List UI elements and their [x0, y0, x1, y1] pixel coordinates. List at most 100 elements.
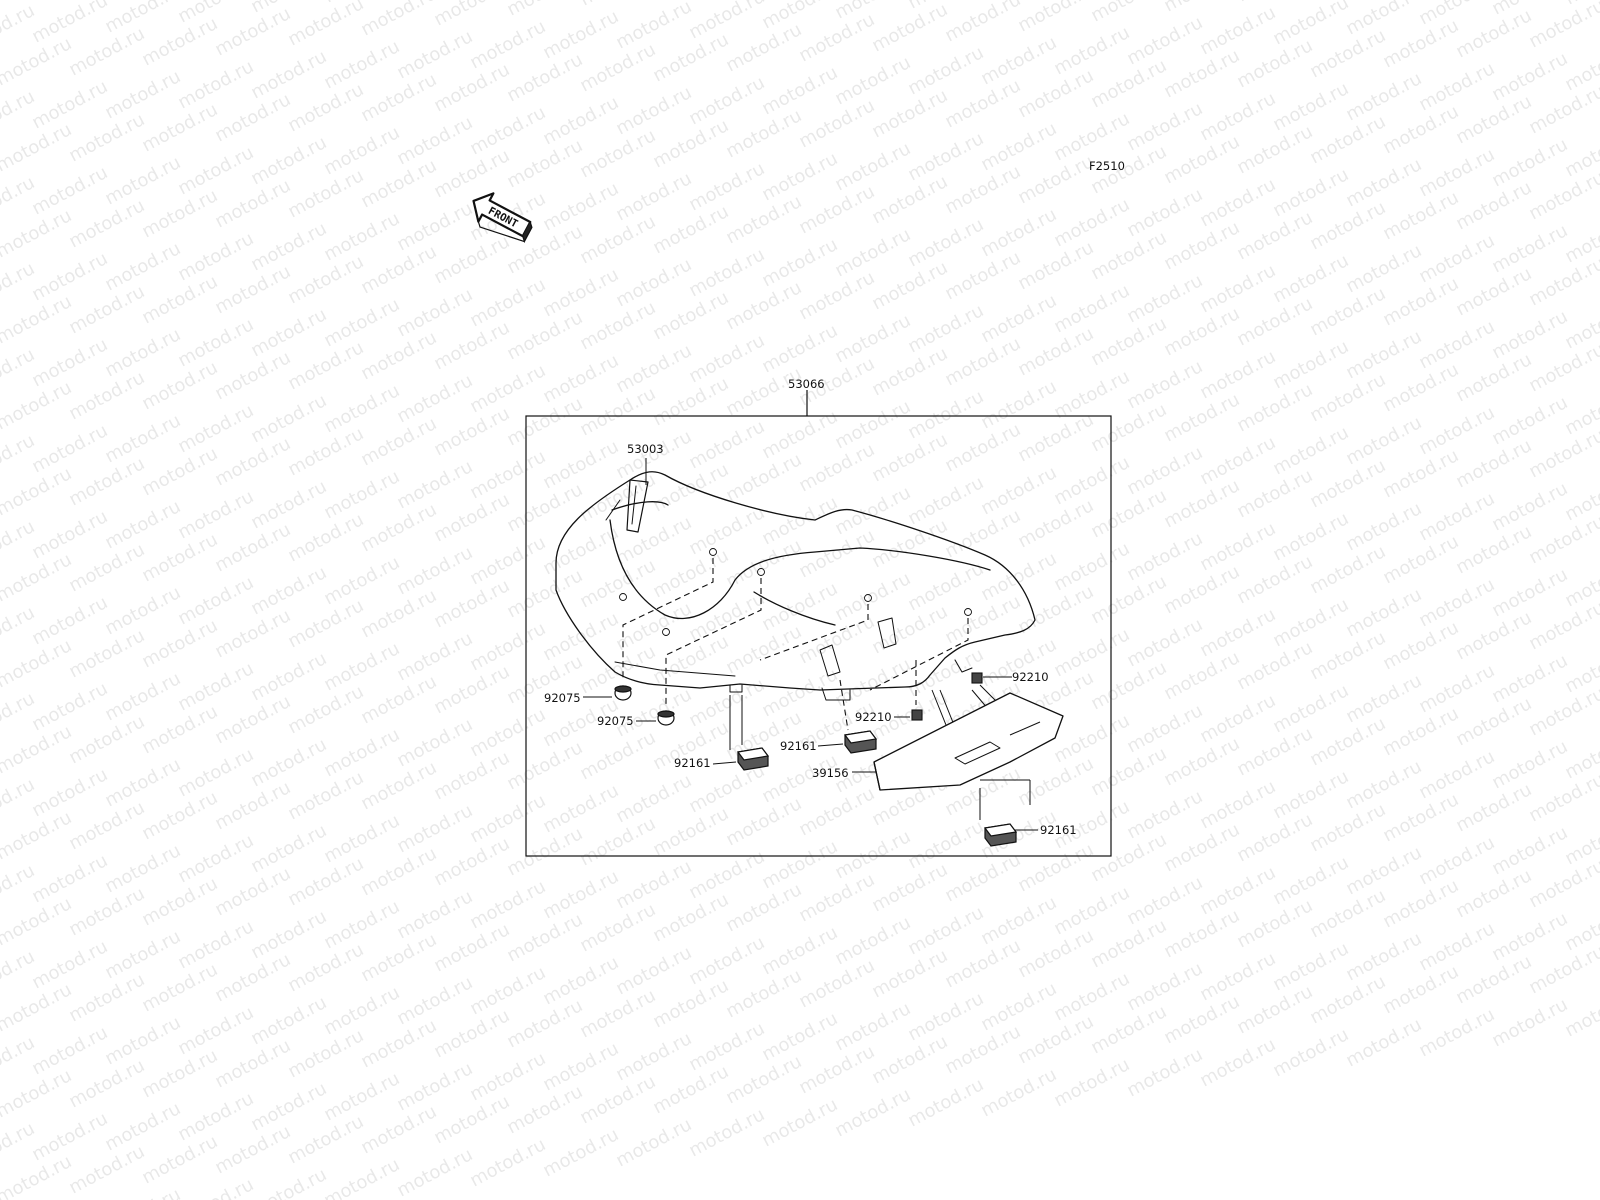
watermark-text: motod.ru — [758, 836, 841, 893]
watermark-text: motod.ru — [539, 608, 622, 665]
watermark-text: motod.ru — [65, 1141, 148, 1198]
watermark-text: motod.ru — [101, 410, 184, 467]
watermark-text: motod.ru — [357, 929, 440, 986]
watermark-text: motod.ru — [1123, 958, 1206, 1015]
watermark-text: motod.ru — [722, 277, 805, 334]
watermark-text: motod.ru — [357, 843, 440, 900]
watermark-text: motod.ru — [649, 373, 732, 430]
watermark-text: motod.ru — [174, 916, 257, 973]
watermark-text: motod.ru — [831, 826, 914, 883]
watermark-text: motod.ru — [393, 284, 476, 341]
watermark-text: motod.ru — [1087, 227, 1170, 284]
watermark-text: motod.ru — [1379, 15, 1462, 72]
watermark-text: motod.ru — [101, 66, 184, 123]
watermark-text: motod.ru — [1488, 134, 1571, 191]
watermark-text: motod.ru — [211, 3, 294, 60]
watermark-text: motod.ru — [1342, 240, 1425, 297]
watermark-text: motod.ru — [174, 56, 257, 113]
watermark-text: motod.ru — [1123, 1044, 1206, 1101]
watermark-text: motod.ru — [1087, 743, 1170, 800]
watermark-text: motod.ru — [576, 727, 659, 784]
watermark-text: motod.ru — [1014, 581, 1097, 638]
watermark-text: motod.ru — [941, 419, 1024, 476]
watermark-text: motod.ru — [503, 393, 586, 450]
watermark-text: motod.ru — [1525, 597, 1600, 654]
watermark-text: motod.ru — [941, 935, 1024, 992]
watermark-text: motod.ru — [284, 939, 367, 996]
watermark-text: motod.ru — [1160, 819, 1243, 876]
watermark-text: motod.ru — [503, 565, 586, 622]
watermark-text: motod.ru — [211, 261, 294, 318]
watermark-text: motod.ru — [576, 555, 659, 612]
watermark-text: motod.ru — [685, 244, 768, 301]
watermark-text: motod.ru — [247, 304, 330, 361]
watermark-text: motod.ru — [430, 747, 513, 804]
watermark-text: motod.ru — [357, 413, 440, 470]
watermark-text: motod.ru — [1233, 637, 1316, 694]
watermark-text: motod.ru — [758, 578, 841, 635]
watermark-text: motod.ru — [904, 42, 987, 99]
watermark-text: motod.ru — [1488, 564, 1571, 621]
watermark-text: motod.ru — [65, 195, 148, 252]
watermark-text: motod.ru — [0, 0, 75, 4]
watermark-text: motod.ru — [284, 337, 367, 394]
watermark-text: motod.ru — [101, 1098, 184, 1155]
watermark-text: motod.ru — [612, 942, 695, 999]
watermark-text: motod.ru — [1379, 187, 1462, 244]
watermark-text: motod.ru — [1415, 660, 1498, 717]
watermark-text: motod.ru — [649, 115, 732, 172]
watermark-text: motod.ru — [284, 79, 367, 136]
watermark-text: motod.ru — [138, 271, 221, 328]
watermark-text: motod.ru — [977, 290, 1060, 347]
watermark-text: motod.ru — [1196, 432, 1279, 489]
watermark-text: motod.ru — [430, 489, 513, 546]
watermark-text: motod.ru — [831, 912, 914, 969]
watermark-text: motod.ru — [138, 185, 221, 242]
watermark-text: motod.ru — [393, 542, 476, 599]
watermark-text: motod.ru — [685, 0, 768, 43]
watermark-text: motod.ru — [1306, 627, 1389, 684]
watermark-text: motod.ru — [649, 29, 732, 86]
watermark-text: motod.ru — [795, 525, 878, 582]
watermark-text: motod.ru — [138, 787, 221, 844]
watermark-text: motod.ru — [247, 1078, 330, 1135]
watermark-text: motod.ru — [247, 906, 330, 963]
watermark-text: motod.ru — [1123, 700, 1206, 757]
watermark-text: motod.ru — [1452, 263, 1535, 320]
watermark-text: motod.ru — [466, 102, 549, 159]
watermark-text: motod.ru — [904, 816, 987, 873]
watermark-text: motod.ru — [685, 416, 768, 473]
watermark-text: motod.ru — [941, 1021, 1024, 1078]
watermark-text: motod.ru — [1269, 78, 1352, 135]
watermark-text: motod.ru — [1087, 571, 1170, 628]
watermark-text: motod.ru — [868, 601, 951, 658]
watermark-text: motod.ru — [904, 214, 987, 271]
watermark-text: motod.ru — [1014, 839, 1097, 896]
watermark-text: motod.ru — [1014, 151, 1097, 208]
watermark-text: motod.ru — [1306, 25, 1389, 82]
tray-part — [873, 692, 1064, 791]
watermark-text: motod.ru — [576, 211, 659, 268]
watermark-text: motod.ru — [430, 919, 513, 976]
watermark-text: motod.ru — [320, 466, 403, 523]
watermark-text: motod.ru — [941, 849, 1024, 906]
watermark-text: motod.ru — [649, 803, 732, 860]
watermark-text: motod.ru — [758, 62, 841, 119]
watermark-text: motod.ru — [539, 92, 622, 149]
watermark-text: motod.ru — [1452, 951, 1535, 1008]
watermark-text: motod.ru — [868, 343, 951, 400]
watermark-text: motod.ru — [1233, 0, 1316, 6]
watermark-text: motod.ru — [247, 992, 330, 1049]
watermark-text: motod.ru — [503, 479, 586, 536]
watermark-text: motod.ru — [393, 26, 476, 83]
watermark-text: motod.ru — [138, 529, 221, 586]
watermark-text: motod.ru — [1452, 5, 1535, 62]
watermark-text: motod.ru — [65, 367, 148, 424]
watermark-text: motod.ru — [247, 218, 330, 275]
watermark-text: motod.ru — [649, 201, 732, 258]
watermark-text: motod.ru — [1123, 356, 1206, 413]
watermark-text: motod.ru — [1233, 981, 1316, 1038]
watermark-text: motod.ru — [722, 191, 805, 248]
